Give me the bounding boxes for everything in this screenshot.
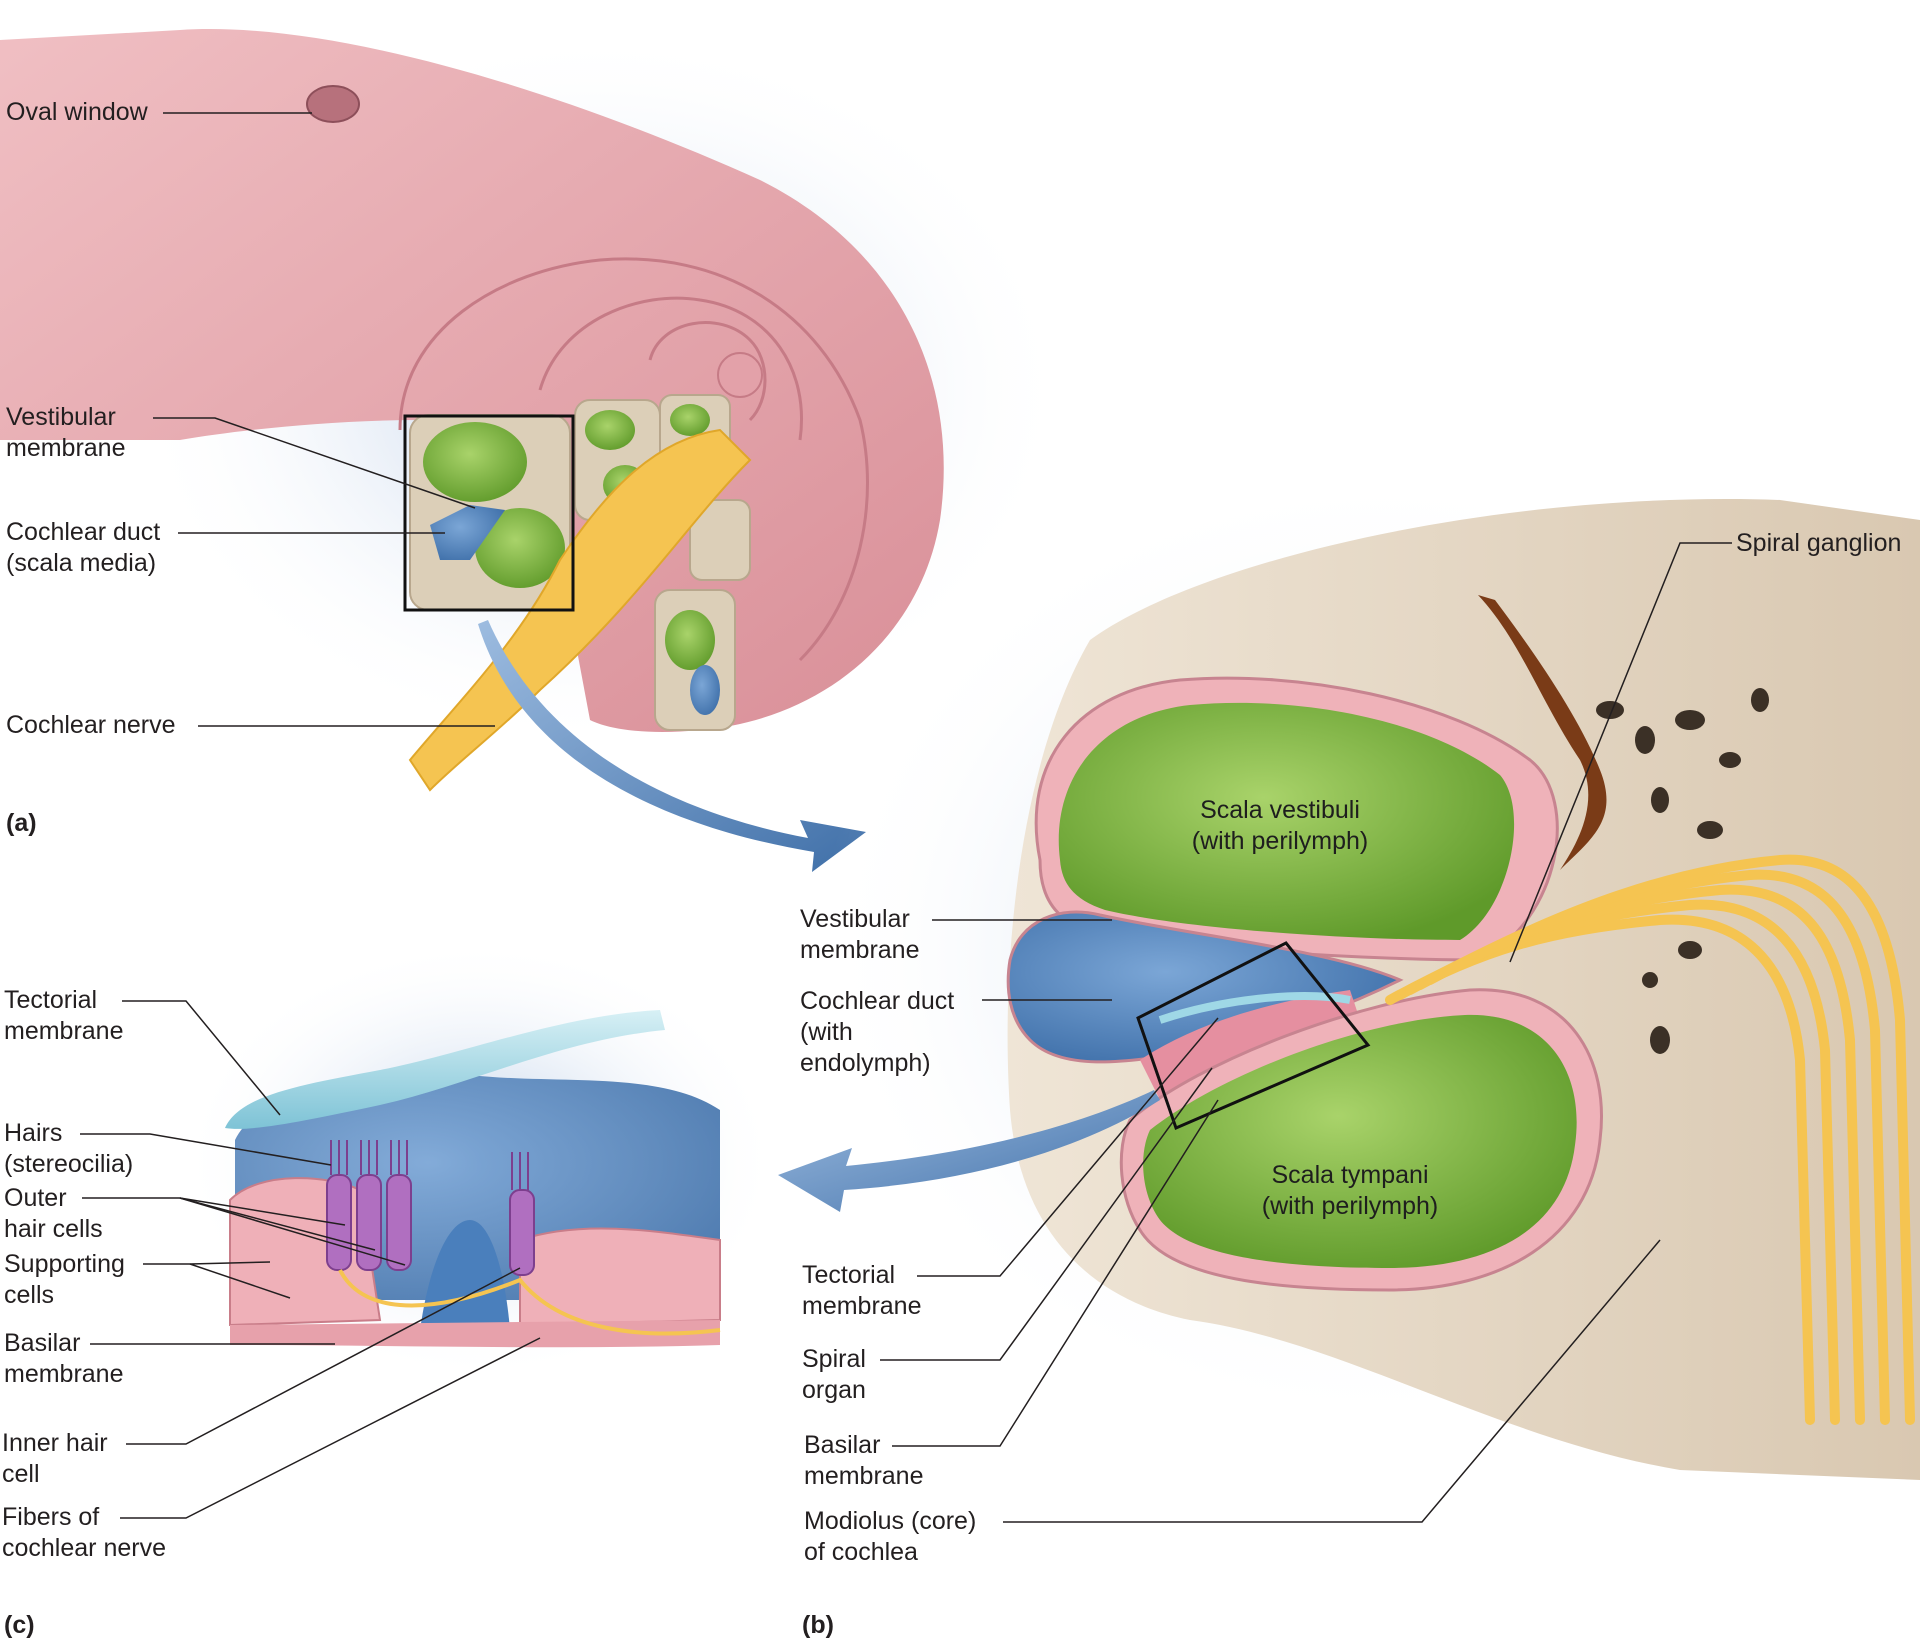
label-fibers-cochlear-nerve: Fibers of cochlear nerve: [2, 1503, 166, 1562]
label-spiral-organ-b: Spiral organ: [802, 1345, 866, 1404]
panel-a-cochlea: [0, 29, 1070, 872]
spiral-organ-region: [1140, 990, 1360, 1100]
label-inner-hair-cell: Inner hair cell: [2, 1429, 108, 1488]
leader-outer-hair-c2: [179, 1197, 376, 1251]
section-scala-vestibuli: [423, 422, 527, 502]
label-outer-hair-cells: Outer hair cells: [4, 1184, 103, 1243]
cochlear-nerve-bundle: [408, 428, 752, 792]
leader-fibers-c: [120, 1337, 541, 1519]
label-cochlear-nerve-a: Cochlear nerve: [6, 711, 176, 739]
leader-inner-hair-c: [126, 1267, 521, 1445]
zoom-arrow-a-to-b: [478, 620, 866, 872]
oval-window: [306, 85, 360, 123]
turn-section-2-green: [585, 410, 635, 450]
leader-basilar-b: [892, 1099, 1219, 1447]
leader-spiral-ganglion: [1509, 542, 1732, 963]
zoom-arrow-b-to-c: [778, 1090, 1160, 1212]
label-scala-vestibuli: Scala vestibuli (with perilymph): [1191, 796, 1369, 855]
turn-section-5-blue: [690, 665, 720, 715]
spongy-bone: [1596, 688, 1769, 1054]
cochlea-apex: [717, 352, 763, 398]
label-scala-tympani: Scala tympani (with perilymph): [1261, 1161, 1439, 1220]
label-cochlear-duct-a: Cochlear duct (scala media): [6, 518, 161, 577]
turn-section-4: [689, 499, 751, 581]
label-oval-window: Oval window: [6, 98, 148, 126]
section-cochlear-duct: [430, 505, 505, 560]
tectorial-membrane-c: [225, 1010, 665, 1129]
cochlea-turn-2: [538, 296, 803, 441]
inner-hair-cell: [509, 1189, 535, 1276]
panel-label-a: (a): [6, 809, 37, 837]
label-tectorial-membrane-b: Tectorial membrane: [802, 1261, 922, 1320]
nerve-fibers-b: [1385, 854, 1915, 1425]
cochlear-duct-fluid: [1006, 910, 1404, 1064]
stereocilia: [330, 1140, 529, 1190]
scala-vestibuli-fluid: [1058, 702, 1515, 940]
turn-section-3-green: [670, 404, 710, 436]
label-modiolus: Modiolus (core) of cochlea: [804, 1507, 977, 1566]
outer-hair-cells: [326, 1174, 412, 1271]
label-basilar-membrane-b: Basilar membrane: [804, 1431, 924, 1490]
cochlea-turn-1: [398, 257, 869, 662]
panel-label-c: (c): [4, 1611, 35, 1639]
leader-outer-hair-c3: [179, 1197, 406, 1266]
section-scala-tympani: [475, 508, 565, 588]
zoom-box-a: [403, 414, 575, 612]
label-spiral-ganglion: Spiral ganglion: [1736, 529, 1902, 557]
label-vestibular-membrane-a: Vestibular membrane: [6, 403, 126, 462]
leader-hairs-c: [80, 1133, 332, 1166]
panel-c-spiral-organ: [80, 940, 780, 1519]
scala-tympani-fluid: [1143, 1014, 1577, 1268]
supporting-cells-layer-right: [519, 1227, 721, 1327]
zoom-box-b: [1136, 941, 1371, 1131]
leader-vestibular-a: [153, 417, 476, 509]
label-basilar-membrane-c: Basilar membrane: [4, 1329, 124, 1388]
label-supporting-cells: Supporting cells: [4, 1250, 125, 1309]
label-vestibular-membrane-b: Vestibular membrane: [800, 905, 920, 964]
label-tectorial-membrane-c: Tectorial membrane: [4, 986, 124, 1045]
turn-section-5-green: [665, 610, 715, 670]
nerve-fibers-c: [338, 1269, 721, 1336]
leader-supporting-c2: [189, 1263, 291, 1299]
leader-tectorial-b: [917, 1017, 1219, 1277]
leader-modiolus-b: [1003, 1239, 1661, 1523]
panel-b-cross-section: [778, 470, 1920, 1523]
label-hairs: Hairs (stereocilia): [4, 1119, 134, 1178]
label-cochlear-duct-b: Cochlear duct (with endolymph): [800, 987, 955, 1077]
spiral-ganglion-tract: [1478, 595, 1607, 870]
leader-spiral-organ-b: [880, 1067, 1213, 1361]
leader-tectorial-c: [122, 1000, 281, 1116]
cochlea-turn-3: [648, 321, 767, 422]
panel-label-b: (b): [802, 1611, 834, 1639]
